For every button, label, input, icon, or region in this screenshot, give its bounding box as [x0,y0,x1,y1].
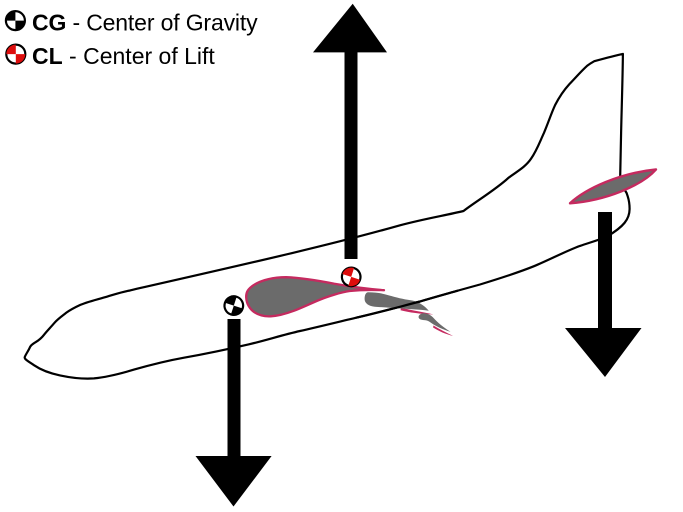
svg-text:CG - Center of Gravity: CG - Center of Gravity [32,10,258,36]
svg-text:CL - Center of Lift: CL - Center of Lift [32,43,215,69]
